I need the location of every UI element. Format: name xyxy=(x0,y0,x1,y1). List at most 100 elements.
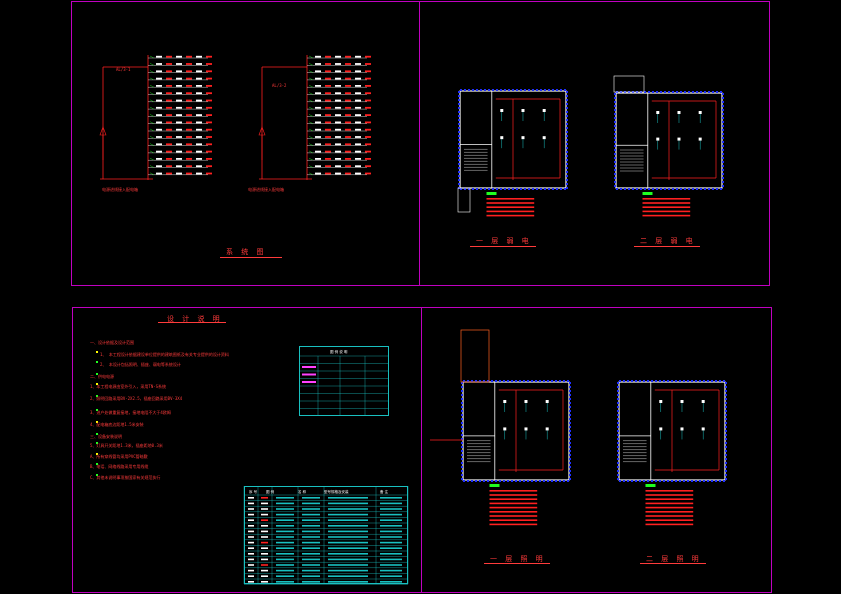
floor2-lighting-plan-wall-hatch-top-88 xyxy=(707,380,709,382)
notes-line-3: 二、供电电源 xyxy=(90,374,114,379)
floor2-lighting-plan-note-row-2 xyxy=(645,498,694,500)
system-panel-2-circuit-14-text-0 xyxy=(315,150,321,153)
floor1-lighting-plan-wall-hatch-bottom-100 xyxy=(563,480,565,482)
system-panel-1-circuit-16-text-1 xyxy=(166,165,172,168)
system-panel-1-breaker-1 xyxy=(149,55,155,59)
system-panel-2-circuit-11-text-3 xyxy=(345,128,351,131)
floor2-weak-plan-wall-hatch-bottom-96 xyxy=(712,188,714,190)
system-panel-1-circuit-2-text-2 xyxy=(176,63,182,65)
system-panel-2-circuit-16-text-1 xyxy=(325,165,331,168)
floor2-weak-plan-note-row-3 xyxy=(642,210,691,213)
floor1-weak-plan-wall-hatch-bottom-8 xyxy=(468,188,470,190)
system-panel-2-circuit-4-text-3 xyxy=(345,77,351,80)
floor1-lighting-plan-wall-hatch-bottom-56 xyxy=(519,480,521,482)
floor1-lighting-plan-wall-hatch-top-32 xyxy=(495,380,497,382)
main-legend-symbol-2 xyxy=(261,508,268,510)
floor2-weak-plan-wall-hatch-left-56 xyxy=(614,149,616,151)
floor1-weak-plan-wall-hatch-left-0 xyxy=(458,91,460,93)
system-panel-2-circuit-15-text-5 xyxy=(365,158,371,160)
floor2-weak-plan-wall-hatch-top-44 xyxy=(660,91,662,93)
floor2-lighting-plan-note-row-4 xyxy=(645,506,694,509)
floor1-weak-plan-wall-hatch-top-92 xyxy=(552,89,554,91)
system-panel-2-breaker-2 xyxy=(308,63,314,66)
main-legend-symbol-13 xyxy=(261,569,268,572)
floor2-lighting-plan-wall-hatch-right-16 xyxy=(725,398,727,400)
floor2-lighting-plan-wall-hatch-top-64 xyxy=(683,380,685,382)
system-panel-2-circuit-12-text-1 xyxy=(325,136,331,138)
system-panel-1-breaker-14 xyxy=(149,150,155,154)
floor2-weak-plan-wall-hatch-left-84 xyxy=(614,177,616,179)
system-panel-2-circuit-11-text-4 xyxy=(355,128,361,131)
system-panel-2-circuit-5-text-3 xyxy=(345,85,351,87)
floor1-lighting-plan-wall-hatch-bottom-60 xyxy=(523,480,525,482)
floor1-lighting-plan-wall-hatch-right-48 xyxy=(569,430,571,432)
floor2-lighting-plan-wall-hatch-bottom-4 xyxy=(623,480,625,482)
system-panel-2-circuit-2-text-0 xyxy=(315,63,321,65)
floor1-weak-plan-fixture-1 xyxy=(521,109,525,112)
legend-header-remark: 备 注 xyxy=(380,490,389,494)
floor2-weak-plan-wall-hatch-top-56 xyxy=(672,91,674,93)
main-legend-no-13 xyxy=(248,569,254,572)
floor2-lighting-plan-wall-hatch-left-28 xyxy=(617,410,619,412)
floor2-weak-plan-wall-hatch-right-84 xyxy=(722,177,724,179)
main-legend-table xyxy=(244,486,408,584)
floor2-lighting-plan-wall-hatch-top-76 xyxy=(695,380,697,382)
floor1-lighting-plan-wall-hatch-bottom-84 xyxy=(547,480,549,482)
system-panel-1-circuit-8-text-5 xyxy=(206,106,212,109)
panel-2-breaker-label: AL/3-2 xyxy=(272,83,287,88)
system-panel-1-circuit-4-text-2 xyxy=(176,77,182,80)
main-legend-spec-1 xyxy=(328,502,368,505)
main-legend-name-15 xyxy=(276,581,294,583)
notes-bullet-9 xyxy=(96,453,98,455)
floor1-weak-plan-wall-hatch-right-96 xyxy=(566,187,568,189)
floor1-weak-plan-wall-hatch-left-80 xyxy=(458,171,460,173)
system-panel-1-circuit-8-text-3 xyxy=(186,106,192,109)
title-floor2-lighting: 二 层 照 明 xyxy=(646,555,702,563)
system-panel-1-breaker-12 xyxy=(149,136,155,139)
system-panel-2-circuit-15-text-2 xyxy=(335,158,341,160)
system-panel-2-circuit-13-text-2 xyxy=(335,143,341,146)
system-panel-1-circuit-16-text-2 xyxy=(176,165,182,168)
notes-bullet-7 xyxy=(96,433,98,435)
floor2-weak-plan-wall-hatch-top-76 xyxy=(692,91,694,93)
floor2-lighting-plan-note-row-6 xyxy=(645,515,694,517)
floor2-weak-plan-wall-hatch-left-0 xyxy=(614,93,616,95)
system-panel-1-circuit-3-text-4 xyxy=(196,70,202,73)
system-panel-2-circuit-5-text-5 xyxy=(365,85,371,87)
floor1-weak-plan-wall-hatch-right-80 xyxy=(566,171,568,173)
system-panel-1-circuit-4-text-4 xyxy=(196,77,202,80)
floor2-lighting-plan-wall-hatch-right-68 xyxy=(725,450,727,452)
floor1-weak-plan-wall-hatch-right-76 xyxy=(566,167,568,169)
legend-header-no: 序 号 xyxy=(249,490,258,494)
main-legend-model-13 xyxy=(302,569,320,572)
floor1-lighting-plan-wall-hatch-right-32 xyxy=(569,414,571,416)
floor1-weak-plan-wall-hatch-right-4 xyxy=(566,95,568,97)
floor2-lighting-plan-wall-hatch-bottom-76 xyxy=(695,480,697,482)
system-panel-2-circuit-6-text-1 xyxy=(325,92,331,95)
system-panel-2-breaker-17 xyxy=(308,172,314,175)
floor1-lighting-plan-wall-hatch-top-36 xyxy=(499,380,501,382)
floor2-lighting-plan-wall-hatch-right-40 xyxy=(725,422,727,424)
system-panel-2-breaker-4 xyxy=(308,77,314,81)
system-panel-1-circuit-17-text-0 xyxy=(156,172,162,175)
notes-bullet-10 xyxy=(96,463,98,465)
floor1-weak-plan-wall-hatch-top-84 xyxy=(544,89,546,91)
floor2-weak-plan-note-row-4 xyxy=(642,214,691,217)
floor1-weak-plan-wall-hatch-bottom-60 xyxy=(520,188,522,190)
floor2-lighting-plan-wall-hatch-top-104 xyxy=(723,380,725,382)
system-panel-1-circuit-5-text-4 xyxy=(196,85,202,87)
floor1-weak-plan-wall-hatch-bottom-92 xyxy=(552,188,554,190)
floor1-lighting-plan-wall-hatch-left-84 xyxy=(461,466,463,468)
floor2-lighting-plan-note-row-7 xyxy=(645,519,694,521)
system-panel-2-circuit-15-text-1 xyxy=(325,158,331,160)
floor1-lighting-plan-wall-hatch-bottom-88 xyxy=(551,480,553,482)
floor2-lighting-plan-wall-hatch-top-12 xyxy=(631,380,633,382)
floor1-weak-plan-wall-hatch-top-24 xyxy=(484,89,486,91)
floor2-weak-plan-wall-hatch-right-92 xyxy=(722,185,724,187)
floor2-lighting-plan-wall-hatch-bottom-16 xyxy=(635,480,637,482)
legend-header-spec: 型号规格及安装 xyxy=(324,490,349,494)
system-panel-2-circuit-13-text-5 xyxy=(365,143,371,146)
floor2-weak-plan-note-row-0 xyxy=(642,198,691,200)
floor1-weak-plan-wall-hatch-bottom-12 xyxy=(472,188,474,190)
floor1-lighting-plan-wall-hatch-right-88 xyxy=(569,470,571,472)
